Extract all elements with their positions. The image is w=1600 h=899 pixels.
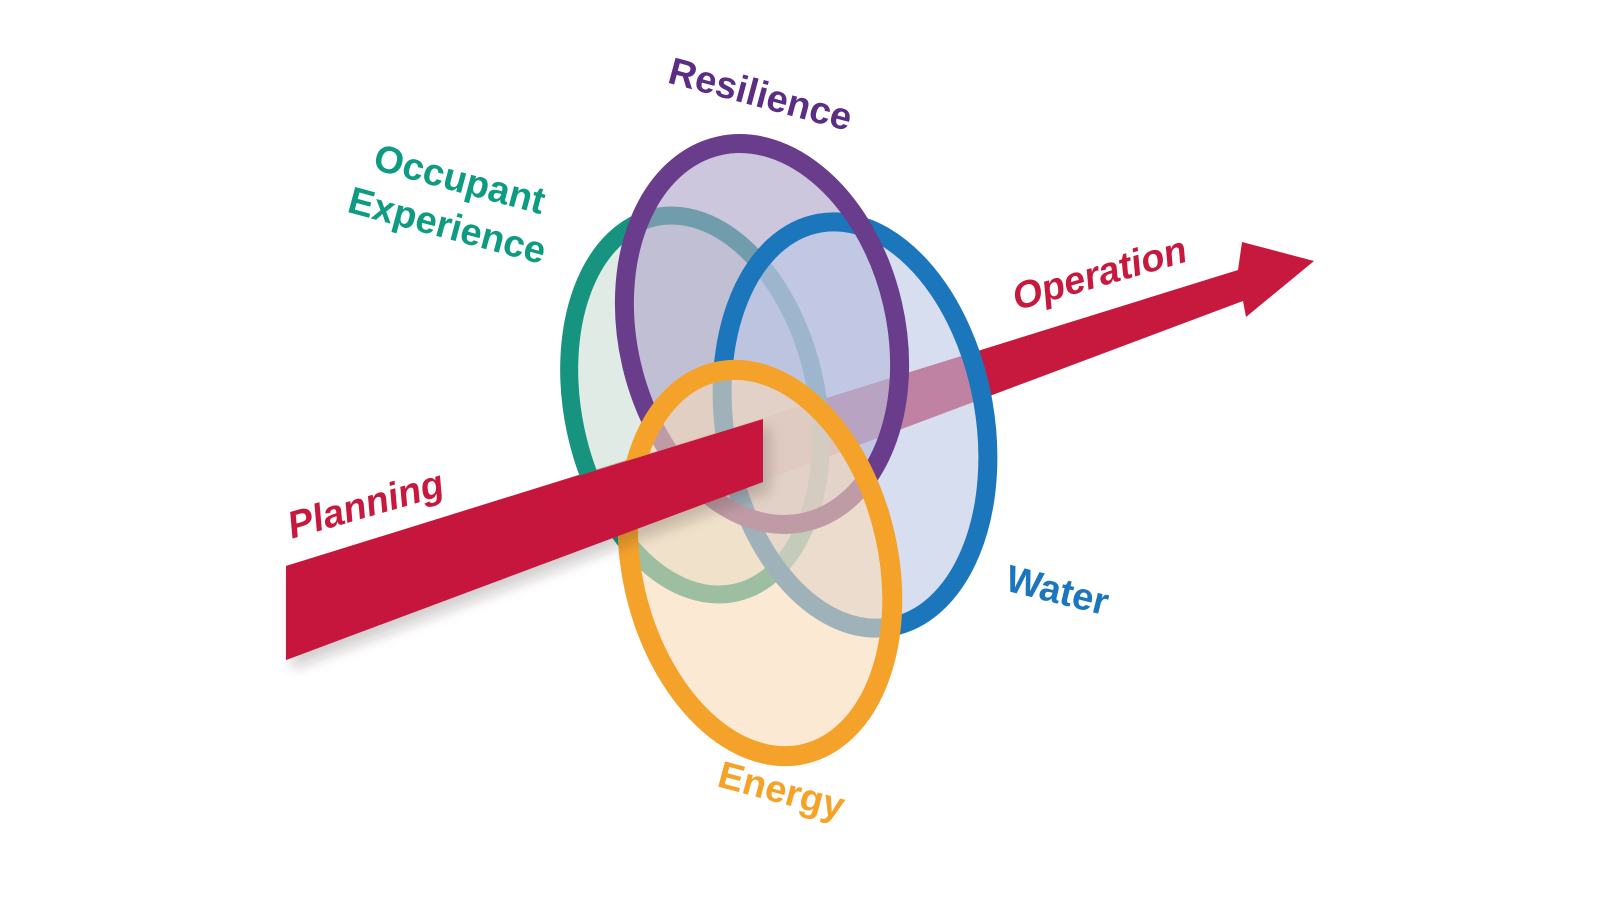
arrow-shaft-front (286, 419, 763, 660)
ellipse-energy-ring (617, 359, 903, 767)
